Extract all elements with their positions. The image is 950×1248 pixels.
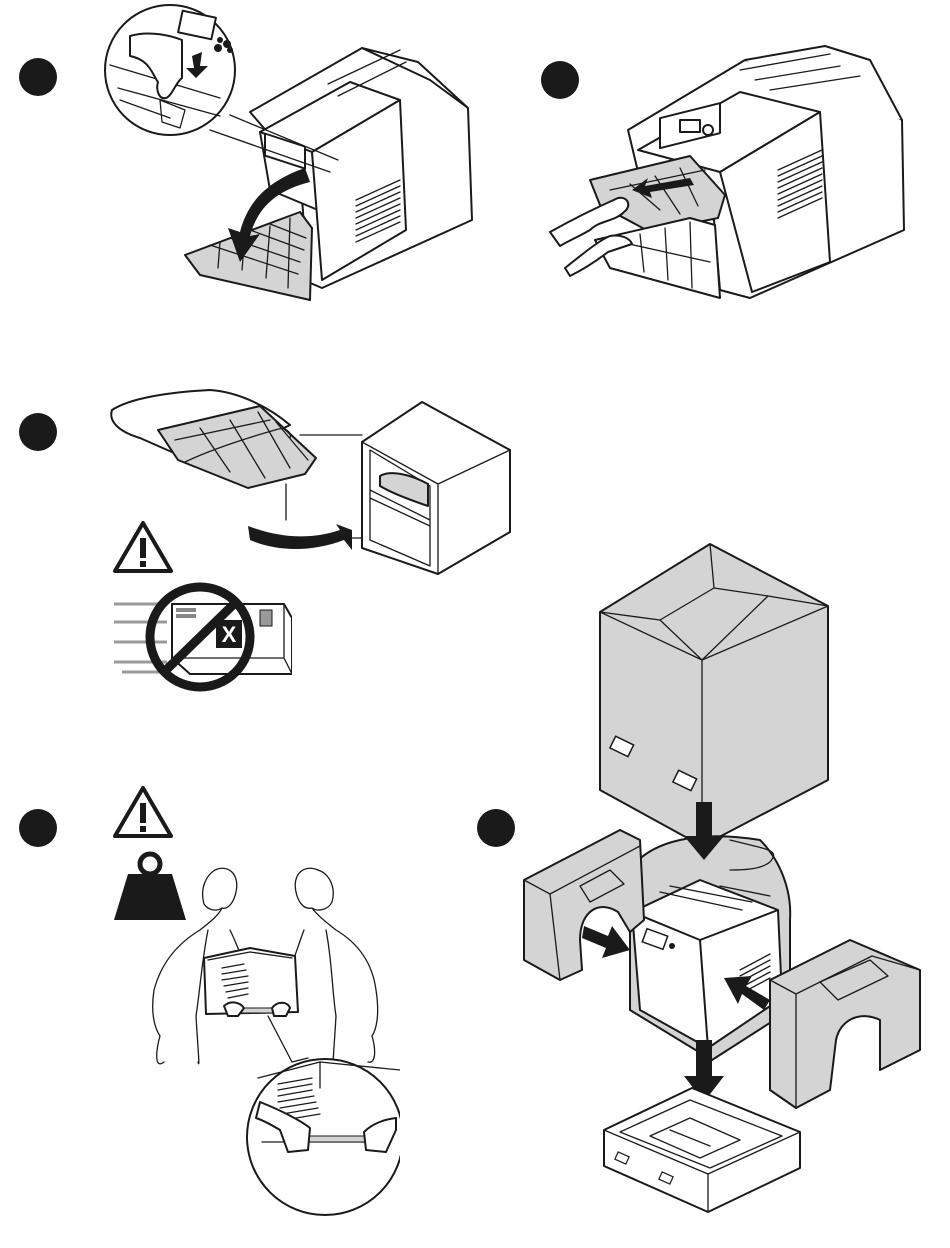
step-3-illustration [100, 380, 520, 580]
svg-text:X: X [222, 622, 237, 647]
step-4-illustration [140, 830, 400, 1220]
step-5-illustration [520, 540, 940, 1220]
step-1-illustration [100, 0, 480, 305]
foam-end-cap-right [769, 939, 921, 1109]
warning-icon [112, 785, 174, 839]
step-3-marker [18, 412, 58, 452]
arrow-left-icon [724, 976, 770, 1010]
arrow-down-icon [684, 1040, 724, 1102]
arrow-right-icon [582, 926, 630, 958]
warning-icon [112, 520, 174, 574]
no-shipping-icon: X [112, 582, 292, 692]
step-5-marker [476, 808, 516, 848]
printer-drawer-removal [549, 45, 905, 299]
step-2-marker [540, 60, 580, 100]
bagged-drawer [110, 389, 317, 489]
heavy-weight-icon [112, 850, 192, 922]
step-2-illustration [540, 0, 940, 305]
foam-end-cap-left [523, 829, 645, 981]
arrow-down-icon [684, 802, 724, 860]
step-1-marker [18, 57, 58, 97]
printer-open-door [104, 4, 473, 301]
shipping-carton [599, 543, 829, 847]
step-4-marker [18, 808, 58, 848]
storage-cabinet [361, 401, 511, 575]
foam-base-tray [603, 1087, 801, 1213]
two-people-lifting-printer [152, 867, 400, 1216]
